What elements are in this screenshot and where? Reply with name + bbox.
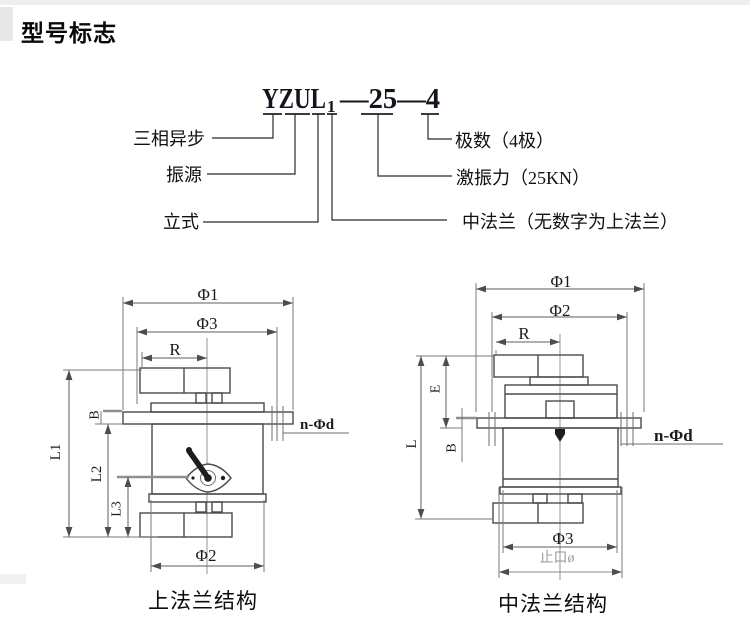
middle-flange-drawing: Φ1 Φ2 R L E B n-Φd Φ3 止口ø 中法兰结构 <box>404 272 723 616</box>
upper-flange-linework <box>122 367 294 538</box>
middle-dim-b: B <box>445 443 460 452</box>
middle-dim-bolt-holes: n-Φd <box>654 426 693 445</box>
model-code-subscript: 1 <box>327 97 336 116</box>
middle-dim-phi2: Φ2 <box>550 301 571 320</box>
scan-artifact-corner <box>0 7 13 41</box>
model-code-suffix: —25—4 <box>339 83 440 115</box>
callout-vibration-source: 振源 <box>166 165 202 185</box>
scan-artifact-top <box>0 0 750 5</box>
upper-dim-phi3: Φ3 <box>197 314 218 333</box>
upper-dim-phi2: Φ2 <box>196 546 217 565</box>
callout-vertical: 立式 <box>163 212 199 232</box>
middle-dim-phi1: Φ1 <box>551 272 572 291</box>
callout-excitation-force: 激振力（25KN） <box>456 168 590 188</box>
page-title: 型号标志 <box>21 20 117 46</box>
model-code-prefix: YZUL <box>262 83 326 115</box>
middle-dim-e: E <box>429 385 444 394</box>
middle-dim-l: L <box>404 439 420 448</box>
callout-three-phase: 三相异步 <box>133 129 205 149</box>
middle-flange-caption: 中法兰结构 <box>498 592 608 616</box>
cable-gland <box>185 447 232 493</box>
upper-dim-l2: L2 <box>89 466 105 483</box>
middle-flange-dimensions <box>415 283 723 578</box>
upper-dim-b: B <box>88 410 103 419</box>
scan-artifact-bottom <box>0 574 26 584</box>
upper-flange-drawing: Φ1 Φ3 R B L1 L2 L3 Φ2 n-Φd 上法兰结构 <box>48 285 349 613</box>
middle-dim-r: R <box>518 324 530 343</box>
middle-dim-phi3: Φ3 <box>553 529 574 548</box>
upper-dim-phi1: Φ1 <box>198 285 219 304</box>
upper-dim-bolt-holes: n-Φd <box>300 417 335 433</box>
upper-dim-l3: L3 <box>110 501 125 517</box>
upper-flange-dimensions <box>63 297 349 572</box>
stud-bolt <box>555 429 565 434</box>
callout-pole-count: 极数（4极） <box>455 131 554 151</box>
callout-connector-lines <box>203 114 452 223</box>
model-code-block: YZUL 1 —25—4 三相异步 振源 立式 极 <box>133 83 678 232</box>
middle-flange-linework <box>476 354 642 524</box>
upper-dim-l1: L1 <box>48 444 64 461</box>
middle-dim-spigot: 止口ø <box>540 550 575 566</box>
cable-lever <box>186 448 209 478</box>
upper-flange-caption: 上法兰结构 <box>148 589 258 613</box>
callout-middle-flange: 中法兰（无数字为上法兰） <box>462 212 678 232</box>
upper-dim-r: R <box>169 340 181 359</box>
